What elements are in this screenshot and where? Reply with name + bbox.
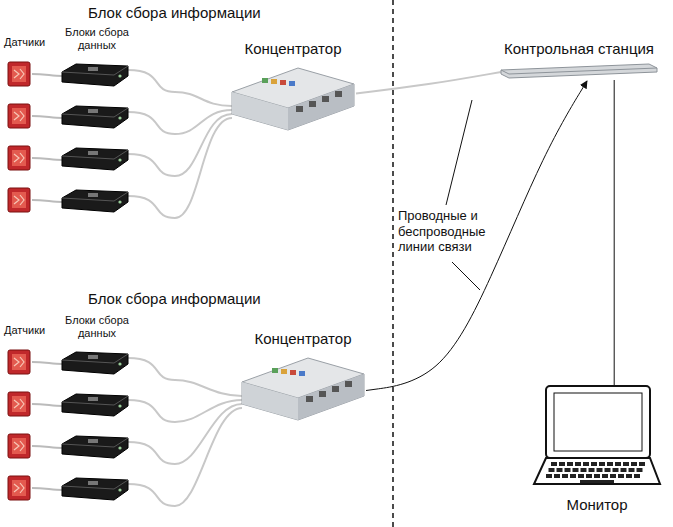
sensor-cable [32,116,62,118]
collection-group [8,62,232,218]
sensor-cable [32,158,62,160]
sensor-icon [8,392,30,416]
group-heading: Блок сбора информации [88,290,261,308]
sensor-cable [32,362,62,364]
concentrator-picture [228,62,358,132]
data-cable [128,118,232,218]
data-cable [128,404,242,464]
sensor-icon [8,62,30,86]
data-unit-icon [62,106,128,128]
sensor-cable [32,74,62,76]
data-unit-icon [62,352,128,374]
data-cable [128,358,242,396]
sensor-cable [32,446,62,448]
concentrator-picture [238,352,368,422]
device-label: Контрольная станция [504,40,654,58]
sensor-cable [32,488,62,490]
device-label: Концентратор [244,40,341,58]
column-label: Датчики [4,36,45,49]
data-unit-icon [62,436,128,458]
sensor-icon [8,188,30,212]
control-station-picture [499,62,659,80]
data-unit-icon [62,478,128,500]
monitor: Монитор [530,384,664,514]
data-unit-icon [62,190,128,212]
data-unit-icon [62,148,128,170]
concentrator: Концентратор [226,40,360,132]
divider-line [392,0,394,527]
link-line [614,80,615,386]
sensor-cable [32,200,62,202]
leader-line [452,262,480,290]
concentrator: Концентратор [236,330,370,422]
control-station: Контрольная станция [497,40,661,80]
monitor-picture [532,384,662,492]
sensor-icon [8,476,30,500]
sensor-icon [8,434,30,458]
sensor-cable [32,404,62,406]
sensor-icon [8,146,30,170]
link-line [366,81,587,391]
collection-group [8,350,242,506]
data-cable [128,114,232,176]
link-label: Проводные и беспроводные линии связи [398,208,490,255]
column-label: Датчики [4,324,45,337]
column-label: Блоки сбора данных [56,26,138,52]
group-heading: Блок сбора информации [88,4,261,22]
sensor-icon [8,104,30,128]
data-unit-icon [62,394,128,416]
data-cable [128,70,232,106]
sensor-icon [8,350,30,374]
data-unit-icon [62,64,128,86]
link-line [356,72,501,94]
column-label: Блоки сбора данных [56,314,138,340]
device-label: Монитор [566,496,627,514]
leader-line [446,100,472,205]
data-cable [128,408,242,506]
device-label: Концентратор [254,330,351,348]
